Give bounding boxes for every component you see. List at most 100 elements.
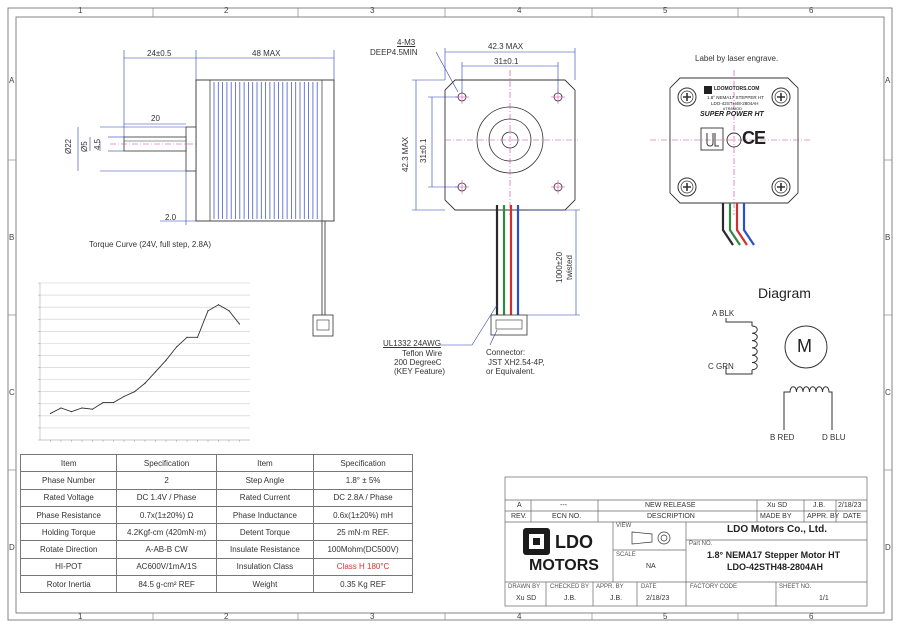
spec-cell: Rotor Inertia [19, 575, 118, 594]
spec-cell: Detent Torque [215, 523, 315, 542]
zone-row-b-right: B [885, 233, 891, 242]
spec-header-spec-2: Specification [313, 453, 413, 473]
appr-by-label: APPR. BY [596, 584, 624, 590]
torque-point [91, 408, 94, 410]
spec-cell: HI-POT [19, 557, 118, 577]
zone-col-3-bottom: 3 [370, 612, 375, 621]
dim-shaft-length: 24±0.5 [147, 49, 172, 58]
torque-point [144, 382, 146, 384]
spec-cell: 1.8° ± 5% [313, 471, 413, 490]
front-view [412, 48, 580, 346]
drawing-date: 2/18/23 [646, 595, 670, 602]
motor-symbol [784, 325, 828, 369]
spec-cell: Rated Voltage [19, 488, 118, 507]
spec-cell: Rated Current [215, 488, 315, 507]
zone-col-5-bottom: 5 [663, 612, 668, 621]
wire-spec-3: 200 DegreeC [394, 358, 442, 367]
torque-point [49, 412, 52, 415]
ldo-logo-mark [523, 528, 550, 555]
dim-body-length: 48 MAX [252, 49, 281, 58]
label-wire [728, 203, 741, 246]
connector-side [312, 314, 334, 337]
spec-cell: 0.6x(1±20%) mH [313, 505, 413, 525]
label-brand-url: LDOMOTORS.COM [714, 86, 760, 92]
diagram-title: Diagram [758, 285, 811, 301]
torque-point [175, 346, 178, 348]
drawn-by: Xu SD [516, 595, 537, 602]
zone-col-6: 6 [809, 6, 814, 15]
spec-cell: Phase Inductance [215, 505, 315, 525]
zone-col-4-bottom: 4 [517, 612, 522, 621]
torque-point [81, 407, 83, 409]
torque-series-line [50, 304, 240, 414]
label-wire [742, 203, 755, 246]
scale-value: NA [646, 563, 656, 570]
rev-letter: A [517, 502, 522, 509]
ldo-logo-small [704, 86, 712, 94]
spec-cell: Rotate Direction [19, 540, 118, 559]
part-number: LDO-42STH48-2804AH [727, 562, 824, 572]
zone-col-6-bottom: 6 [809, 612, 814, 621]
ce-mark: CE [742, 128, 766, 148]
screw-heads [677, 87, 791, 197]
zone-col-2: 2 [224, 6, 229, 15]
spec-cell: Holding Torque [19, 523, 118, 542]
spec-cell-insulation-class: Class H 180°C [313, 557, 413, 577]
spec-cell: Phase Number [19, 471, 118, 490]
zone-row-a: A [9, 76, 15, 85]
dim-height: 42.3 MAX [401, 136, 410, 172]
dim-width: 42.3 MAX [488, 42, 524, 51]
torque-point [207, 310, 209, 312]
spec-header-row: Item Specification Item Specification [19, 453, 413, 473]
connector-note-2: JST XH2.54-4P, [488, 358, 545, 367]
label-line-1: 1.8° NEMA17 STEPPER HT [707, 95, 764, 100]
zone-col-1-bottom: 1 [78, 612, 83, 621]
ecn-header: ECN NO. [552, 513, 582, 520]
wire-spec: UL1332 24AWG [383, 339, 441, 348]
view-label: VIEW [616, 523, 632, 529]
torque-point [154, 371, 157, 373]
spec-cell: DC 1.4V / Phase [116, 488, 217, 507]
spec-header-spec: Specification [116, 453, 217, 473]
dim-hole-spacing-h: 31±0.1 [494, 57, 519, 66]
dim-shaft-dia: Ø5 [80, 141, 89, 152]
logo-text-ldo: LDO [555, 532, 593, 552]
made-by-header: MADE BY [760, 513, 792, 520]
spec-cell: Weight [215, 575, 315, 594]
sheet-no-label: SHEET NO. [779, 584, 812, 590]
zone-row-d: D [9, 543, 15, 552]
sheet-number: 1/1 [819, 595, 829, 602]
terminal-c-label: C GRN [708, 362, 734, 371]
zone-col-4: 4 [517, 6, 522, 15]
appr-by: J.B. [610, 595, 623, 602]
spec-cell: AC600V/1mA/1S [116, 557, 217, 577]
terminal-a-label: A BLK [712, 309, 735, 318]
description-header: DESCRIPTION [647, 513, 695, 520]
company-name: LDO Motors Co., Ltd. [727, 524, 827, 535]
spec-cell: 25 mN·m REF. [313, 523, 413, 542]
dim-hole-spacing-v: 31±0.1 [419, 138, 428, 163]
zone-row-c-right: C [885, 388, 891, 397]
projection-symbol[interactable] [631, 531, 671, 545]
label-caption: Label by laser engrave. [695, 54, 779, 63]
title-block-frame [504, 476, 868, 607]
torque-point [102, 401, 104, 404]
spec-header-item-2: Item [215, 453, 315, 473]
spec-cell: DC 2.8A / Phase [313, 488, 413, 507]
dim-lead-length: 1000±20 [555, 251, 564, 283]
connector-note: Connector: [486, 348, 526, 357]
torque-point [123, 395, 125, 398]
hole-depth-callout: DEEP4.5MIN [370, 48, 418, 57]
factory-code-label: FACTORY CODE [690, 584, 738, 590]
ul-mark [700, 127, 724, 151]
appr-by-header: APPR. BY [807, 513, 840, 520]
label-line-2: LDO-42STH48-2804AH [711, 101, 759, 106]
spec-cell: Insulation Class [215, 557, 315, 577]
spec-header-item: Item [19, 453, 118, 473]
